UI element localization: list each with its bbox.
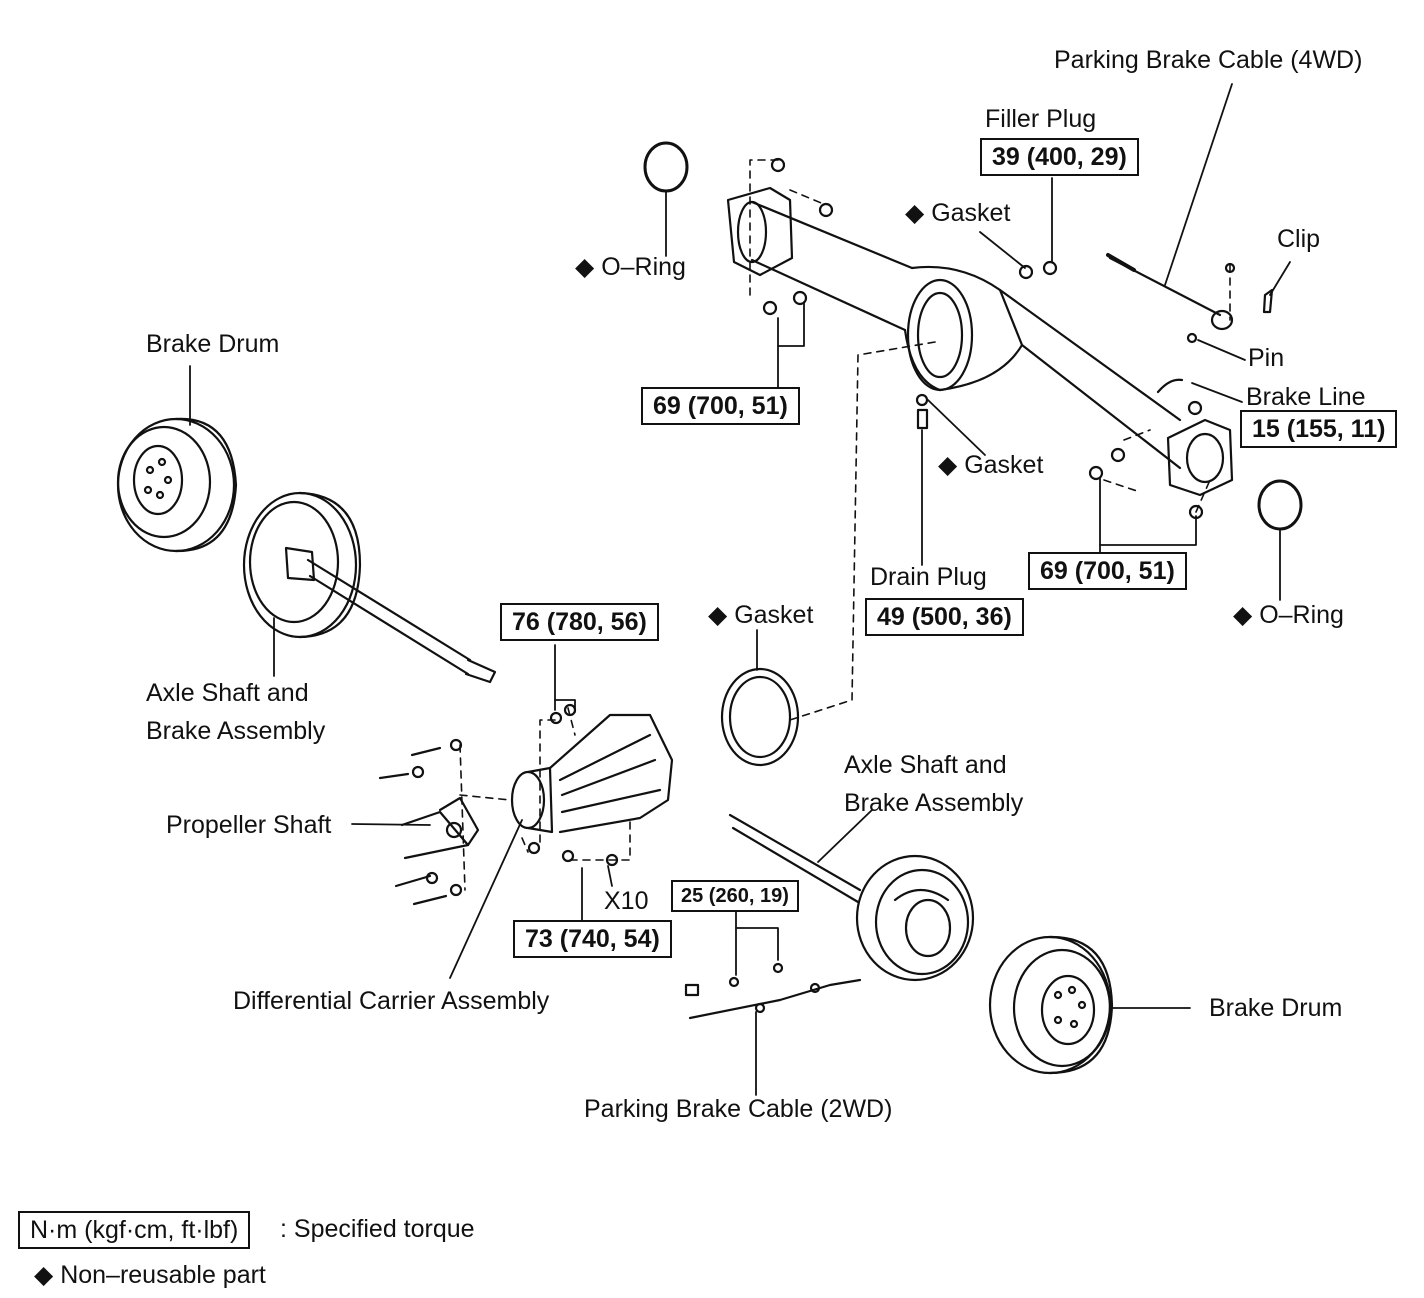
label-filler-plug: Filler Plug <box>985 105 1097 133</box>
torque-brake-line: 15 (155, 11) <box>1240 410 1398 448</box>
gasket-carrier-text: Gasket <box>734 601 814 629</box>
non-reusable-marker: ◆ <box>1233 601 1253 629</box>
label-propeller-shaft: Propeller Shaft <box>166 811 332 839</box>
legend-non-reusable-text: Non–reusable part <box>60 1261 266 1289</box>
torque-carrier-bottom: 73 (740, 54) <box>513 920 672 958</box>
label-o-ring-right: ◆ O–Ring <box>1233 600 1344 630</box>
label-o-ring-left: ◆ O–Ring <box>575 252 686 282</box>
torque-housing-left-nuts: 69 (700, 51) <box>641 387 800 425</box>
legend-non-reusable: ◆ Non–reusable part <box>34 1260 266 1290</box>
torque-cable-bolts: 25 (260, 19) <box>671 880 799 912</box>
o-ring-left-drawing <box>643 141 689 193</box>
label-axle-shaft-left-1: Axle Shaft and <box>146 679 309 707</box>
o-ring-right-text: O–Ring <box>1259 601 1344 629</box>
non-reusable-marker: ◆ <box>905 199 925 227</box>
carrier-gasket-drawing <box>720 667 800 767</box>
gasket-drain-text: Gasket <box>964 451 1044 479</box>
alignment-lines <box>459 159 1231 891</box>
label-x10: X10 <box>604 887 649 915</box>
torque-drain-plug: 49 (500, 36) <box>865 598 1024 636</box>
label-clip: Clip <box>1277 225 1321 253</box>
axle-shaft-right-drawing <box>728 813 975 982</box>
o-ring-right-drawing <box>1257 479 1303 531</box>
label-axle-shaft-left-2: Brake Assembly <box>146 717 326 745</box>
leader-lines <box>189 83 1291 1096</box>
propeller-shaft-drawing <box>378 738 480 906</box>
label-drain-plug: Drain Plug <box>870 563 987 591</box>
differential-carrier-drawing <box>510 703 674 867</box>
label-axle-shaft-right-2: Brake Assembly <box>844 789 1024 817</box>
torque-housing-right-nuts: 69 (700, 51) <box>1028 552 1187 590</box>
label-gasket-carrier: ◆ Gasket <box>708 600 813 630</box>
label-brake-drum-right: Brake Drum <box>1209 994 1343 1022</box>
legend-torque-unit: N·m (kgf·cm, ft·lbf) <box>18 1211 251 1249</box>
non-reusable-marker: ◆ <box>34 1261 54 1289</box>
label-brake-drum-left: Brake Drum <box>146 330 280 358</box>
label-brake-line: Brake Line <box>1246 383 1366 411</box>
label-differential-carrier: Differential Carrier Assembly <box>233 987 550 1015</box>
label-gasket-filler: ◆ Gasket <box>905 198 1010 228</box>
parking-brake-cable-2wd-drawing <box>684 962 862 1020</box>
non-reusable-marker: ◆ <box>575 253 595 281</box>
gasket-filler-text: Gasket <box>931 199 1011 227</box>
brake-drum-right-drawing <box>988 935 1114 1075</box>
label-parking-brake-cable-2wd: Parking Brake Cable (2WD) <box>584 1095 893 1123</box>
label-parking-brake-cable-4wd: Parking Brake Cable (4WD) <box>1054 46 1363 74</box>
label-pin: Pin <box>1248 344 1285 372</box>
brake-drum-left-drawing <box>116 417 238 553</box>
label-gasket-drain: ◆ Gasket <box>938 450 1043 480</box>
o-ring-left-text: O–Ring <box>601 253 686 281</box>
non-reusable-marker: ◆ <box>708 601 728 629</box>
non-reusable-marker: ◆ <box>938 451 958 479</box>
label-axle-shaft-right-1: Axle Shaft and <box>844 751 1007 779</box>
torque-filler-plug: 39 (400, 29) <box>980 138 1139 176</box>
axle-housing <box>726 157 1234 520</box>
torque-carrier-top: 76 (780, 56) <box>500 603 659 641</box>
legend-torque-desc: : Specified torque <box>280 1215 475 1243</box>
axle-shaft-left-drawing <box>242 491 497 684</box>
